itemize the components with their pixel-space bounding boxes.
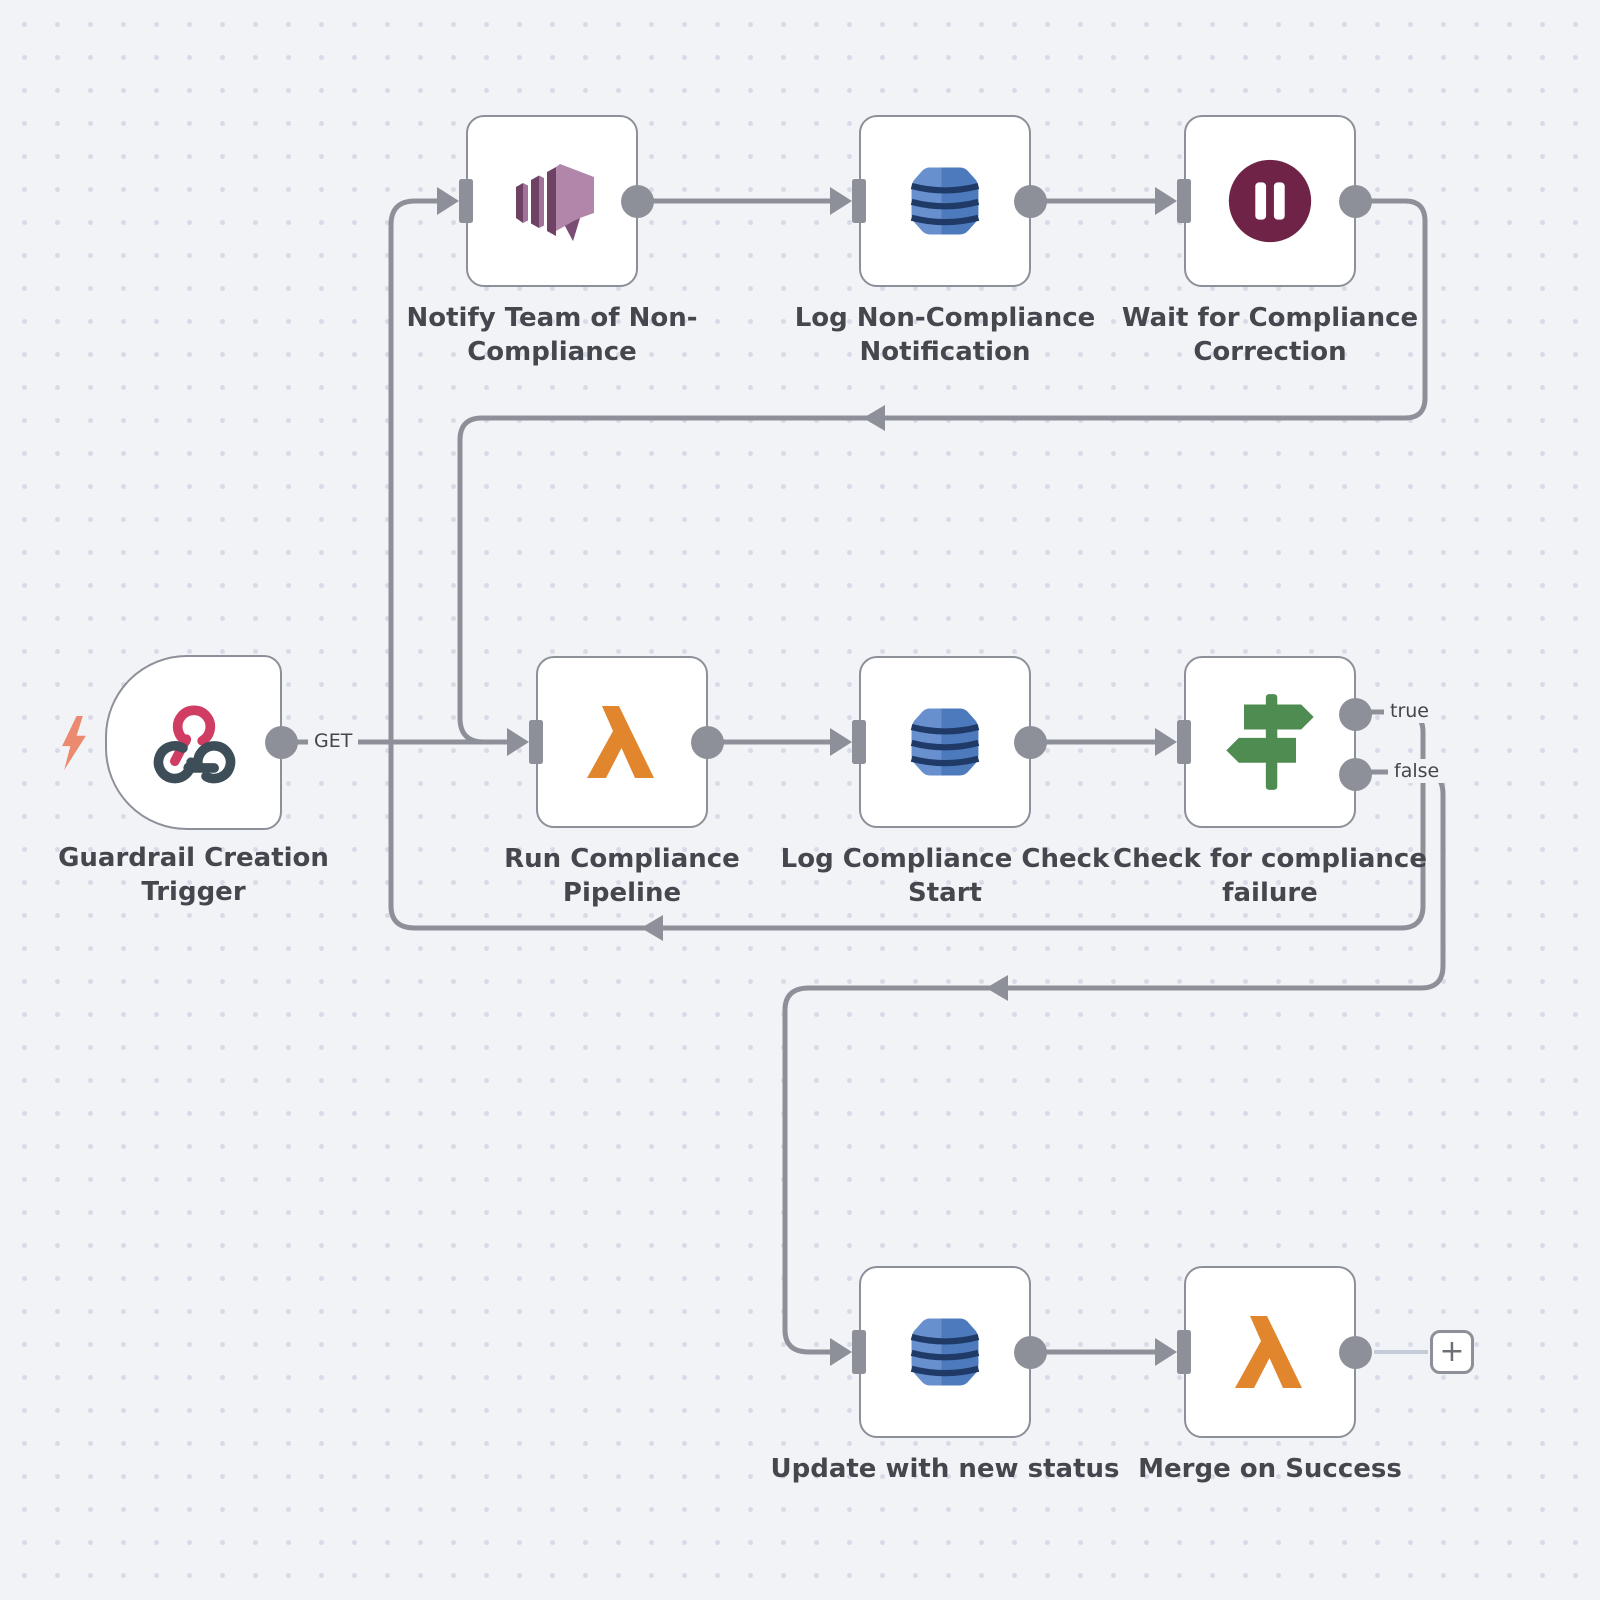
node-body[interactable] [1176,115,1372,287]
arrowhead-icon [830,187,852,215]
node-label: Log Non-Compliance Notification [794,303,1096,368]
arrowhead-icon [437,187,459,215]
input-port[interactable] [851,1330,866,1374]
node-wait-correction[interactable]: Wait for Compliance Correction [1122,115,1418,367]
node-body[interactable] [851,656,1047,828]
output-port[interactable] [1014,1335,1047,1369]
node-update-status[interactable]: Update with new status [771,1266,1120,1484]
arrowhead-icon [641,915,663,941]
input-port[interactable] [1176,179,1191,223]
aws-ses-icon [516,164,594,241]
node-run-pipeline[interactable]: Run Compliance Pipeline [504,656,740,908]
node-log-check-start[interactable]: Log Compliance Check Start [781,656,1109,908]
output-port[interactable] [1339,184,1372,218]
node-label: Notify Team of Non-Compliance [406,303,698,368]
node-body[interactable] [105,655,298,830]
node-merge-success[interactable]: Merge on Success [1138,1266,1402,1484]
wire-wait-loop-to-run [457,198,1428,745]
output-port[interactable] [1014,184,1047,218]
arrowhead-icon [986,975,1008,1001]
plus-icon: + [1439,1334,1465,1369]
output-port[interactable] [621,184,654,218]
node-label: Log Compliance Check Start [780,844,1110,909]
node-body[interactable] [851,1266,1047,1438]
pause-icon [1228,159,1312,243]
aws-dynamodb-icon [910,167,980,235]
trigger-bolt-icon [62,716,86,770]
arrowhead-icon [830,1338,852,1366]
edge-label-false: false [1388,759,1446,783]
input-port[interactable] [851,720,866,764]
node-log-non-compliance[interactable]: Log Non-Compliance Notification [795,115,1095,367]
signpost-icon [1226,694,1314,790]
node-label: Update with new status [770,1454,1120,1484]
output-port[interactable] [691,725,724,759]
node-body[interactable] [458,115,654,287]
edge-label-true: true [1384,699,1435,723]
aws-lambda-icon [587,706,654,778]
arrowhead-icon [507,728,529,756]
arrowhead-icon [863,405,885,431]
node-check-failure[interactable]: Check for compliance failure [1113,656,1427,908]
node-body[interactable] [851,115,1047,287]
aws-dynamodb-icon [910,1318,980,1386]
aws-dynamodb-icon [910,708,980,776]
output-port[interactable] [1339,1335,1372,1369]
input-port[interactable] [458,179,473,223]
input-port[interactable] [1176,720,1191,764]
aws-lambda-icon [1235,1316,1302,1388]
output-port[interactable] [265,726,298,759]
arrowhead-icon [1155,728,1177,756]
node-notify-team[interactable]: Notify Team of Non-Compliance [406,115,698,367]
arrowhead-icon [830,728,852,756]
node-label: Merge on Success [1138,1454,1402,1484]
arrowhead-icon [1155,1338,1177,1366]
input-port[interactable] [528,720,543,764]
output-port-true[interactable] [1339,697,1372,731]
node-body[interactable] [528,656,724,828]
input-port[interactable] [1176,1330,1191,1374]
node-label: Wait for Compliance Correction [1121,303,1419,368]
edge-label-get: GET [308,729,359,753]
output-port[interactable] [1014,725,1047,759]
node-body[interactable] [1176,656,1372,828]
node-label: Run Compliance Pipeline [504,844,740,909]
add-node-button[interactable]: + [1430,1330,1474,1374]
input-port[interactable] [851,179,866,223]
node-body[interactable] [1176,1266,1372,1438]
node-label: Guardrail Creation Trigger [58,843,329,908]
webhook-icon [153,705,235,783]
arrowhead-icon [1155,187,1177,215]
node-label: Check for compliance failure [1113,844,1427,909]
node-guardrail-creation-trigger[interactable]: Guardrail Creation Trigger [58,655,329,907]
output-port-false[interactable] [1339,757,1372,791]
